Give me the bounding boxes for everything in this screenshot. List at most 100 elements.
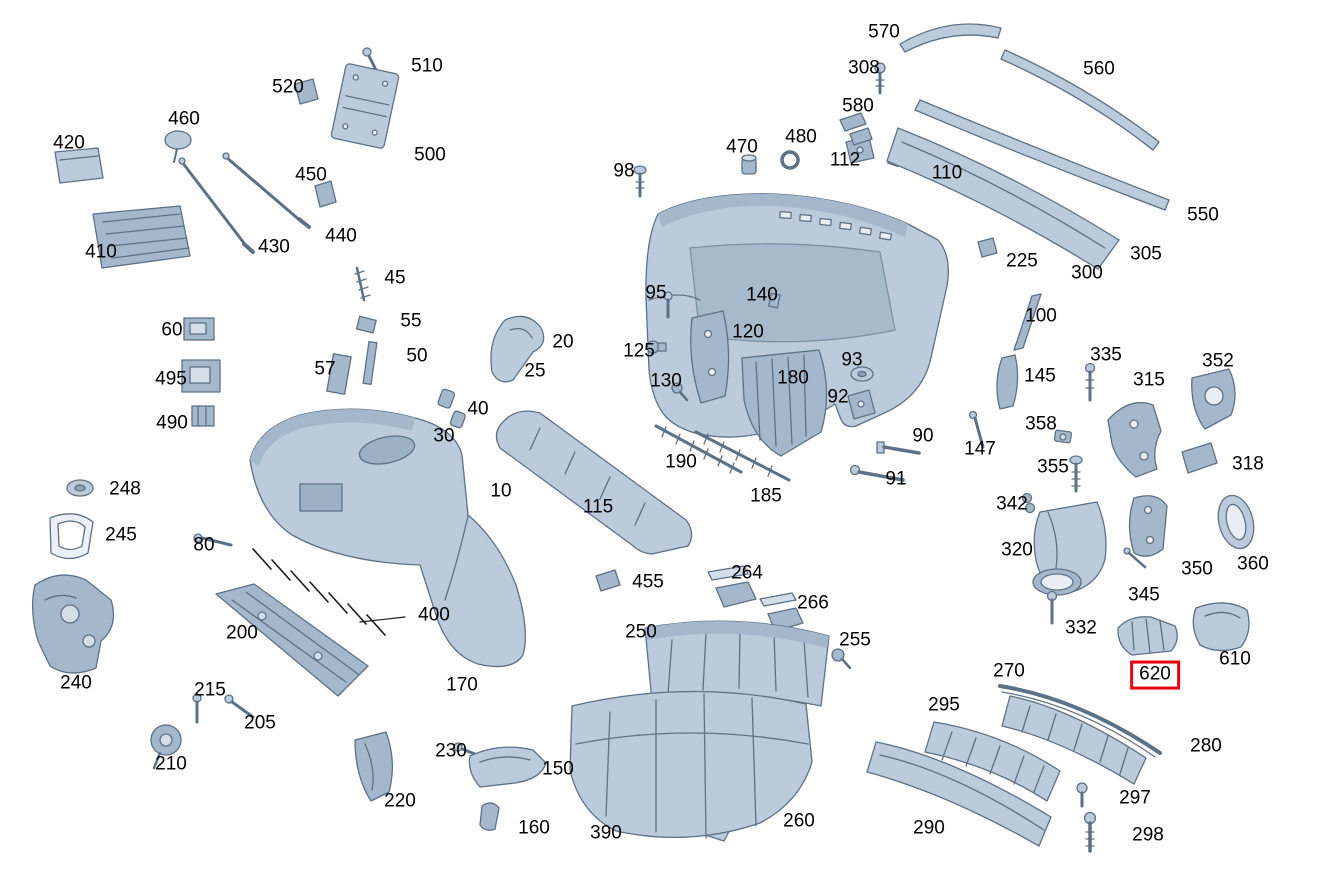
part-label-248[interactable]: 248: [109, 478, 141, 500]
part-label-95[interactable]: 95: [645, 282, 667, 304]
part-label-145[interactable]: 145: [1024, 365, 1056, 387]
part-label-352[interactable]: 352: [1202, 350, 1234, 372]
part-label-240[interactable]: 240: [60, 672, 92, 694]
part-label-91[interactable]: 91: [885, 468, 907, 490]
part-label-150[interactable]: 150: [542, 758, 574, 780]
part-label-205[interactable]: 205: [244, 712, 276, 734]
part-label-160[interactable]: 160: [518, 817, 550, 839]
part-label-580[interactable]: 580: [842, 95, 874, 117]
part-label-297[interactable]: 297: [1119, 787, 1151, 809]
part-label-90[interactable]: 90: [912, 425, 934, 447]
part-label-260[interactable]: 260: [783, 810, 815, 832]
part-label-450[interactable]: 450: [295, 164, 327, 186]
part-label-92[interactable]: 92: [827, 386, 849, 408]
part-label-305[interactable]: 305: [1130, 243, 1162, 265]
part-label-440[interactable]: 440: [325, 225, 357, 247]
part-label-270[interactable]: 270: [993, 660, 1025, 682]
part-label-320[interactable]: 320: [1001, 539, 1033, 561]
part-label-420[interactable]: 420: [53, 132, 85, 154]
part-shape-355: [1069, 455, 1083, 493]
part-label-110[interactable]: 110: [931, 162, 963, 184]
part-shape-460: [164, 130, 192, 163]
part-label-480[interactable]: 480: [785, 126, 817, 148]
part-shape-450: [222, 152, 311, 229]
part-label-620[interactable]: 620: [1130, 660, 1180, 690]
part-label-215[interactable]: 215: [194, 679, 226, 701]
part-label-345[interactable]: 345: [1128, 584, 1160, 606]
part-label-57[interactable]: 57: [314, 358, 336, 380]
part-label-120[interactable]: 120: [732, 321, 764, 343]
part-label-298[interactable]: 298: [1132, 824, 1164, 846]
part-label-112[interactable]: 112: [829, 149, 861, 171]
part-label-570[interactable]: 570: [868, 21, 900, 43]
part-label-225[interactable]: 225: [1006, 250, 1038, 272]
part-label-342[interactable]: 342: [996, 493, 1028, 515]
part-label-200[interactable]: 200: [226, 622, 258, 644]
part-label-147[interactable]: 147: [964, 438, 996, 460]
part-label-308[interactable]: 308: [848, 57, 880, 79]
part-label-500[interactable]: 500: [414, 144, 446, 166]
part-label-470[interactable]: 470: [726, 136, 758, 158]
part-shape-98: [633, 165, 647, 198]
part-label-266[interactable]: 266: [797, 592, 829, 614]
part-label-140[interactable]: 140: [746, 284, 778, 306]
part-label-220[interactable]: 220: [384, 790, 416, 812]
part-label-80[interactable]: 80: [193, 534, 215, 556]
part-label-255[interactable]: 255: [839, 629, 871, 651]
part-label-250[interactable]: 250: [625, 621, 657, 643]
part-label-230[interactable]: 230: [435, 740, 467, 762]
part-label-45[interactable]: 45: [384, 267, 406, 289]
part-label-180[interactable]: 180: [777, 367, 809, 389]
part-label-560[interactable]: 560: [1083, 58, 1115, 80]
part-shape-260: [569, 690, 813, 839]
part-label-490[interactable]: 490: [156, 412, 188, 434]
part-label-100[interactable]: 100: [1025, 305, 1057, 327]
part-label-125[interactable]: 125: [623, 340, 655, 362]
part-shape-95: [663, 291, 673, 319]
part-label-350[interactable]: 350: [1181, 558, 1213, 580]
part-label-358[interactable]: 358: [1025, 413, 1057, 435]
part-label-315[interactable]: 315: [1133, 369, 1165, 391]
part-label-455[interactable]: 455: [632, 571, 664, 593]
part-label-98[interactable]: 98: [613, 160, 635, 182]
part-shape-20-25: [490, 315, 545, 383]
part-label-210[interactable]: 210: [155, 753, 187, 775]
part-label-400[interactable]: 400: [418, 604, 450, 626]
part-label-510[interactable]: 510: [411, 55, 443, 77]
part-label-550[interactable]: 550: [1187, 204, 1219, 226]
part-shape-620: [1117, 616, 1178, 656]
part-label-25[interactable]: 25: [524, 360, 546, 382]
part-label-30[interactable]: 30: [433, 425, 455, 447]
part-label-520[interactable]: 520: [272, 76, 304, 98]
part-label-115[interactable]: 115: [582, 496, 614, 518]
part-label-295[interactable]: 295: [928, 694, 960, 716]
part-label-355[interactable]: 355: [1037, 456, 1069, 478]
part-label-170[interactable]: 170: [446, 674, 478, 696]
part-shape-500: [330, 63, 400, 149]
part-label-60[interactable]: 60: [161, 319, 183, 341]
part-label-610[interactable]: 610: [1219, 648, 1251, 670]
part-label-410[interactable]: 410: [85, 241, 117, 263]
part-label-318[interactable]: 318: [1232, 453, 1264, 475]
part-label-40[interactable]: 40: [467, 398, 489, 420]
part-label-20[interactable]: 20: [552, 331, 574, 353]
part-label-93[interactable]: 93: [841, 349, 863, 371]
part-label-460[interactable]: 460: [168, 108, 200, 130]
part-label-430[interactable]: 430: [258, 236, 290, 258]
part-label-335[interactable]: 335: [1090, 344, 1122, 366]
part-label-495[interactable]: 495: [155, 368, 187, 390]
part-label-390[interactable]: 390: [590, 822, 622, 844]
part-label-264[interactable]: 264: [731, 562, 763, 584]
part-label-190[interactable]: 190: [665, 451, 697, 473]
part-label-130[interactable]: 130: [650, 370, 682, 392]
part-label-50[interactable]: 50: [406, 345, 428, 367]
part-label-55[interactable]: 55: [400, 310, 422, 332]
part-label-360[interactable]: 360: [1237, 553, 1269, 575]
part-label-300[interactable]: 300: [1071, 262, 1103, 284]
part-label-10[interactable]: 10: [490, 480, 512, 502]
part-label-290[interactable]: 290: [913, 817, 945, 839]
part-label-332[interactable]: 332: [1065, 617, 1097, 639]
part-label-245[interactable]: 245: [105, 524, 137, 546]
part-label-185[interactable]: 185: [750, 485, 782, 507]
part-label-280[interactable]: 280: [1190, 735, 1222, 757]
